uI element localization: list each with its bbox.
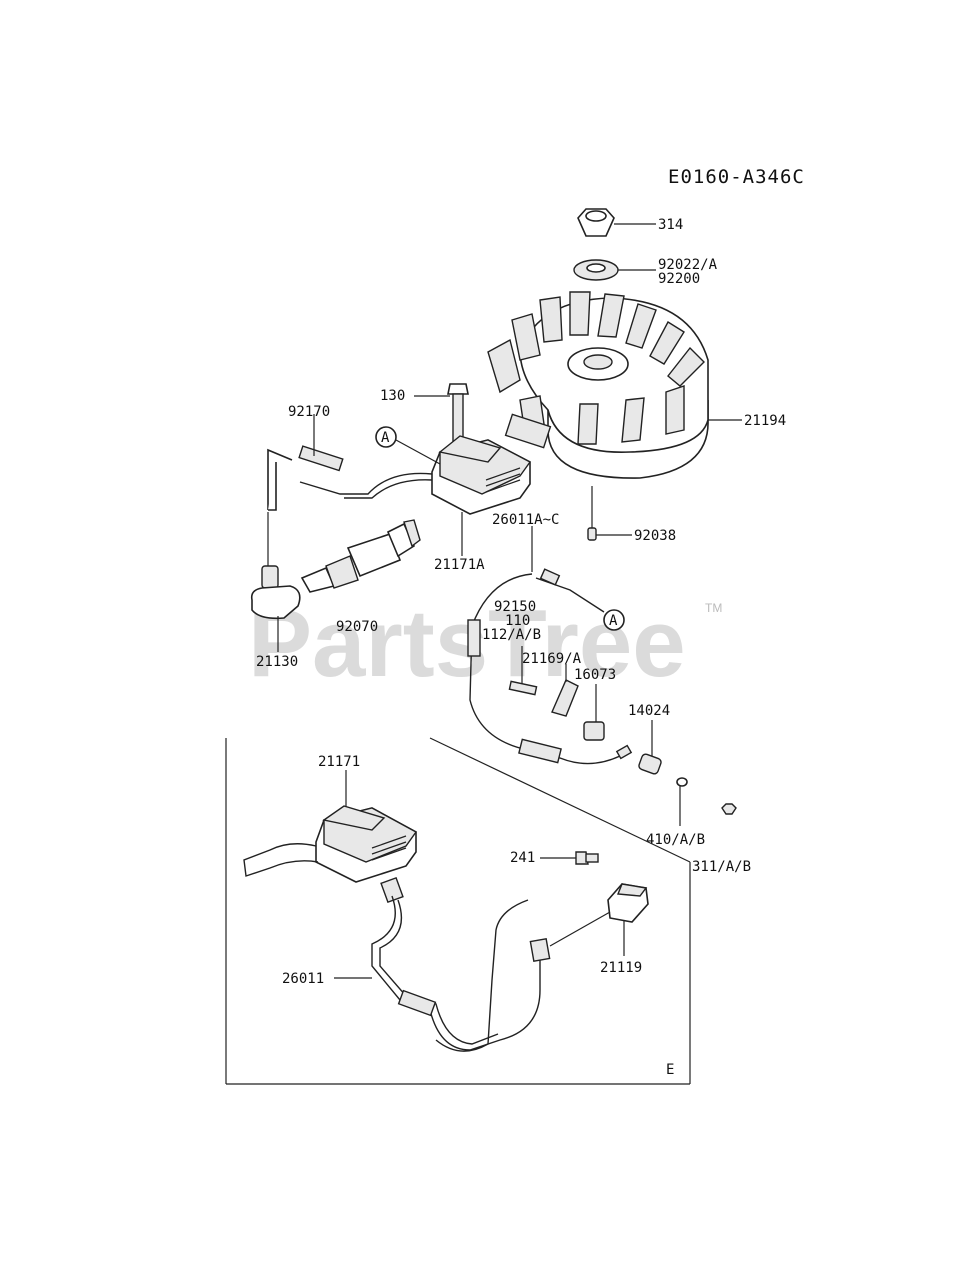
- label-21119[interactable]: 21119: [600, 960, 642, 976]
- label-241[interactable]: 241: [510, 850, 535, 866]
- stop-wire-26011[interactable]: [334, 876, 551, 1052]
- washer-92022[interactable]: [573, 259, 656, 281]
- bolt-241[interactable]: [540, 851, 599, 865]
- trademark: TM: [705, 601, 722, 615]
- label-92038[interactable]: 92038: [634, 528, 676, 544]
- label-16073[interactable]: 16073: [574, 667, 616, 683]
- watermark: PartsTree: [248, 590, 686, 697]
- label-410[interactable]: 410/A/B: [646, 832, 705, 848]
- label-21194[interactable]: 21194: [744, 413, 786, 429]
- label-14024[interactable]: 14024: [628, 703, 670, 719]
- clamp-14024[interactable]: [638, 720, 662, 775]
- label-130[interactable]: 130: [380, 388, 405, 404]
- bolt-130[interactable]: [414, 383, 469, 445]
- stop-switch-21119[interactable]: [549, 883, 649, 956]
- stop-wire-26011a[interactable]: [467, 526, 633, 765]
- label-311[interactable]: 311/A/B: [692, 859, 751, 875]
- spark-plug-92070[interactable]: [300, 519, 421, 593]
- label-92022[interactable]: 92022/A: [658, 257, 718, 273]
- ref-marker-a-2: A: [603, 609, 625, 631]
- washer-410[interactable]: [676, 777, 688, 826]
- ignition-coil-21171[interactable]: [243, 770, 418, 883]
- label-92150[interactable]: 92150: [494, 599, 536, 615]
- screw-92150[interactable]: [508, 646, 538, 696]
- nut-314[interactable]: [577, 208, 656, 237]
- flywheel-21194[interactable]: [487, 291, 742, 479]
- label-112[interactable]: 112/A/B: [482, 627, 541, 643]
- label-21169[interactable]: 21169/A: [522, 651, 582, 667]
- label-26011[interactable]: 26011: [282, 971, 324, 987]
- spark-cap-21130[interactable]: [250, 512, 301, 652]
- label-92200[interactable]: 92200: [658, 271, 700, 287]
- plug-cap-92170[interactable]: [267, 414, 433, 511]
- label-314[interactable]: 314: [658, 217, 683, 233]
- ignition-coil-21171a[interactable]: [431, 435, 532, 556]
- label-21130[interactable]: 21130: [256, 654, 298, 670]
- svg-text:A: A: [381, 430, 390, 446]
- insulator-16073[interactable]: [583, 684, 605, 741]
- label-26011ac[interactable]: 26011A~C: [492, 512, 559, 528]
- label-110[interactable]: 110: [505, 613, 530, 629]
- ref-marker-a-1: A: [375, 426, 441, 465]
- label-21171[interactable]: 21171: [318, 754, 360, 770]
- diagram-code: E0160-A346C: [668, 166, 805, 188]
- label-92170[interactable]: 92170: [288, 404, 330, 420]
- svg-text:A: A: [609, 613, 618, 629]
- section-letter: E: [666, 1062, 674, 1078]
- label-92070[interactable]: 92070: [336, 619, 378, 635]
- plate-21169[interactable]: [551, 664, 579, 717]
- label-21171a[interactable]: 21171A: [434, 557, 485, 573]
- nut-311[interactable]: [721, 803, 737, 815]
- section-e-frame: [225, 737, 691, 1085]
- key-92038[interactable]: [587, 486, 632, 541]
